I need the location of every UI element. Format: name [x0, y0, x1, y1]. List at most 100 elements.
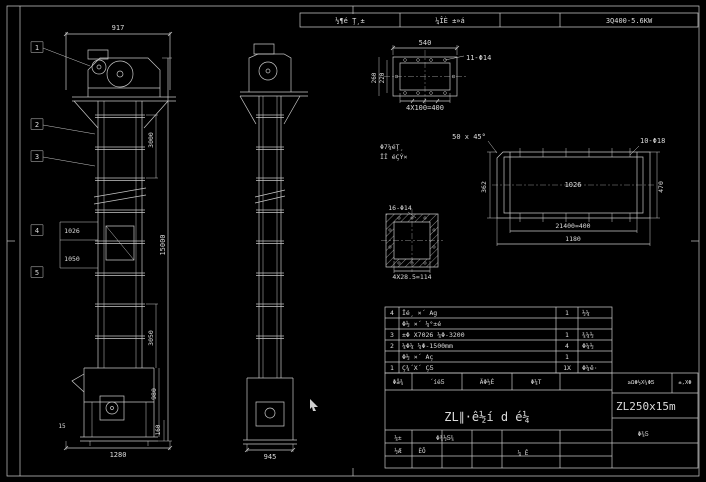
parts-row-2-col-3: ¾¼½ — [582, 331, 594, 339]
bolt-hole — [430, 92, 433, 95]
ann-dim-470: 470 — [657, 181, 665, 193]
ann-dim-1180: 1180 — [565, 235, 581, 243]
ann-balloon-5: 5 — [35, 269, 39, 277]
ann-note-chamfer: 50 x 45° — [452, 133, 486, 141]
ann-dim-3050: 3050 — [147, 330, 155, 346]
ann-note-11-phi14: 11-Φ14 — [466, 54, 491, 62]
parts-row-4-col-1: Φ½ ×´ Aç — [402, 353, 433, 361]
ann-dim-3000: 3000 — [147, 132, 155, 148]
balloon-box — [31, 119, 43, 130]
ann-tb-scale: Φ¾Ƽ — [638, 431, 649, 438]
ann-dim-220: 220 — [379, 72, 386, 83]
balloon-box — [31, 267, 43, 278]
ann-note-weld-1: Φ7¼éŢ¸ — [380, 143, 403, 151]
ann-tb-sign-2: Φ¾½Ƽ¾ — [436, 435, 454, 442]
ann-dim-1026-shell: 1026 — [565, 181, 582, 189]
ann-dim-540: 540 — [419, 39, 432, 47]
ann-tb-sign-3: ½Æ — [394, 448, 402, 455]
balloon-box — [31, 225, 43, 236]
bolt-hole — [398, 262, 400, 264]
drawing-title: ZL∥·ê½í d é¼ — [444, 410, 529, 424]
parts-row-3-col-1: ¼Φ¼ ¼Φ-1500mm — [402, 342, 453, 350]
parts-row-0-col-3: ½¼ — [582, 309, 590, 317]
ann-dim-945: 945 — [264, 453, 277, 461]
parts-row-4-col-2: 1 — [565, 353, 569, 361]
detail-casing-shell — [487, 141, 660, 246]
parts-row-1-col-1: Φ½ ×´ ¼°±é — [402, 320, 441, 328]
ann-balloon-4: 4 — [35, 227, 39, 235]
ann-dim-260: 260 — [371, 72, 378, 83]
bolt-hole — [452, 75, 455, 78]
header-cell-1: ½¶é Ţ¸± — [335, 17, 365, 25]
bolt-hole — [389, 246, 391, 248]
parts-row-2-col-1: ±Φ X7026 ¼Φ-3200 — [402, 331, 465, 339]
parts-table-text-layer: 4 Ïé¸ ×´ Ag 1 ½¼ Φ½ ×´ ¼°±é 3 ±Φ X7026 ¼Φ-3200… — [390, 308, 598, 372]
bolt-hole — [444, 59, 447, 62]
bolt-hole — [398, 217, 400, 219]
ann-note-16-phi14: 16-Φ14 — [388, 204, 412, 212]
parts-row-0-col-2: 1 — [565, 309, 569, 317]
bolt-hole — [417, 59, 420, 62]
ann-dim-362: 362 — [480, 181, 488, 193]
ann-dim-2x400: 21400=400 — [555, 222, 590, 230]
side-view-elevator — [240, 44, 308, 452]
parts-row-3-col-0: 2 — [390, 342, 394, 350]
ann-dim-917: 917 — [112, 24, 125, 32]
ann-dim-1280: 1280 — [110, 451, 127, 459]
balloon-box — [31, 42, 43, 53]
balloon-box — [31, 151, 43, 162]
bolt-hole — [404, 59, 407, 62]
top-header-strip: ½¶é Ţ¸± ¼ÎÈ ±»á 3Q400-5.6KW — [300, 13, 698, 27]
header-cell-3: 3Q400-5.6KW — [606, 17, 653, 25]
parts-row-2-col-2: 1 — [565, 331, 569, 339]
generated-geometry — [95, 59, 630, 339]
header-cell-2: ¼ÎÈ ±»á — [435, 16, 465, 25]
ann-tb-sign-1: ¼± — [394, 435, 402, 442]
ann-tb-cell-check: ÄΦ½É — [480, 378, 495, 386]
detail-top-flange — [379, 45, 466, 104]
parts-row-5-col-3: Φ¼ê· — [582, 364, 598, 372]
bolt-hole — [444, 92, 447, 95]
bolt-hole — [395, 75, 398, 78]
ann-balloon-2: 2 — [35, 121, 39, 129]
parts-row-5-col-2: 1X — [563, 364, 571, 372]
parts-row-0-col-0: 4 — [390, 309, 394, 317]
model-number: ZL250x15m — [616, 400, 676, 413]
bolt-hole — [433, 246, 435, 248]
ann-dim-4x100: 4X100=400 — [406, 104, 444, 112]
ann-tb-sign-4: ÈÕ — [418, 447, 426, 455]
ann-tb-sheet: ¼ Ê — [518, 449, 529, 457]
ann-balloon-1: 1 — [35, 44, 39, 52]
ann-tb-cell-draw: ´íéƼ — [430, 379, 445, 386]
ann-note-10-phi18: 10-Φ18 — [640, 137, 665, 145]
bolt-hole — [424, 217, 426, 219]
ann-note-weld-2: ÏÎ éÇÝ× — [380, 152, 407, 161]
parts-row-5-col-0: 1 — [390, 364, 394, 372]
front-view-elevator — [43, 32, 176, 450]
parts-row-0-col-1: Ïé¸ ×´ Ag — [402, 308, 437, 317]
bolt-hole — [389, 229, 391, 231]
parts-row-2-col-0: 3 — [390, 331, 394, 339]
ann-tb-cell-approve: Φ¼T — [531, 379, 542, 386]
ann-dim-4x285: 4X28.5=114 — [392, 273, 431, 281]
bolt-hole — [430, 59, 433, 62]
ann-dim-1050-front: 1050 — [64, 255, 80, 263]
bolt-hole — [417, 92, 420, 95]
parts-row-3-col-2: 4 — [565, 342, 569, 350]
bolt-hole — [411, 217, 413, 219]
title-block: ZL∥·ê½í d é¼ ZL250x15m — [385, 373, 698, 468]
parts-row-5-col-1: Ç¾´X´ ÇƼ — [402, 364, 433, 372]
cursor — [310, 399, 318, 411]
ann-dim-15000: 15000 — [159, 234, 167, 255]
ann-dim-980: 980 — [150, 388, 158, 400]
bolt-hole — [404, 92, 407, 95]
ann-tb-spec: ≥ΩΦ½X¼ΦƼ — [628, 379, 655, 386]
bolt-hole — [411, 262, 413, 264]
ann-tb-corner: ±,XΦ — [678, 380, 691, 386]
bolt-hole — [433, 229, 435, 231]
detail-inlet-flange — [381, 209, 443, 273]
annotation-layer: 9171234510261050150003000305098016015128… — [31, 24, 692, 461]
ann-dim-1026-front: 1026 — [64, 227, 80, 235]
